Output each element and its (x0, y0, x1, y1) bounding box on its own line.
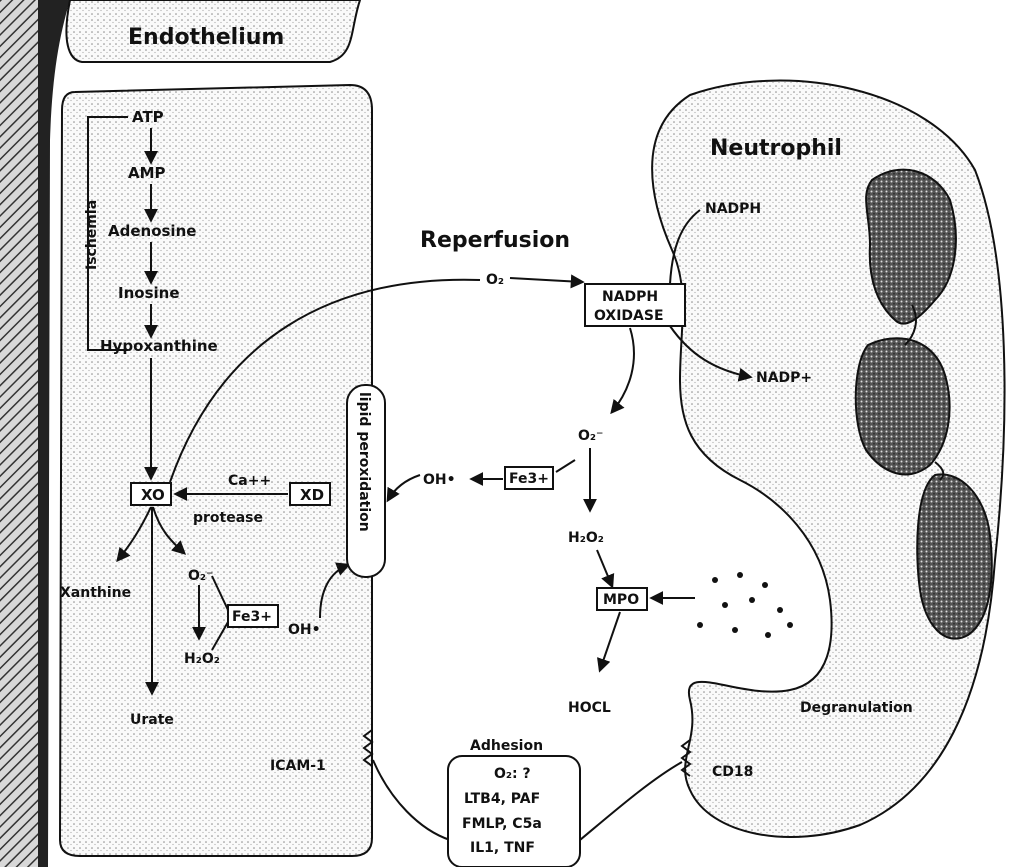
endo-fe-label: Fe3+ (232, 609, 272, 625)
pathway-amp: AMP (128, 164, 166, 182)
ischemia-label: Ischemia (84, 200, 100, 270)
nadph-label: NADPH (705, 201, 761, 217)
endo-oh-label: OH• (288, 622, 321, 638)
neut-o2-radical: O₂⁻ (578, 428, 603, 444)
oxidase-line2: OXIDASE (594, 308, 664, 324)
cd18-to-adhesion (580, 762, 682, 840)
xanthine-label: Xanthine (60, 585, 131, 601)
endo-h2o2: H₂O₂ (184, 651, 220, 667)
reperfusion-title: Reperfusion (420, 228, 570, 253)
adhesion-line-2: LTB4, PAF (464, 791, 540, 807)
adhesion-line-4: IL1, TNF (470, 840, 535, 856)
endo-o2-radical: O₂⁻ (188, 568, 213, 584)
pathway-inosine: Inosine (118, 284, 180, 302)
adhesion-line-1: O₂: ? (494, 766, 531, 782)
arrow-o2-oxidase (510, 278, 582, 282)
granules (697, 572, 793, 638)
endothelial-cell (60, 85, 372, 856)
neut-fe-label: Fe3+ (509, 471, 549, 487)
icam-to-adhesion (373, 760, 450, 840)
cd18-label: CD18 (712, 764, 753, 780)
neutrophil-cell (652, 81, 1004, 837)
o2-label: O₂ (486, 272, 504, 288)
mpo-label: MPO (603, 592, 639, 608)
xo-label: XO (141, 486, 165, 504)
adhesion-line-3: FMLP, C5a (462, 816, 542, 832)
pathway-adenosine: Adenosine (108, 222, 196, 240)
arrow-oxidase-o2radical (612, 328, 634, 412)
lipid-peroxidation-label: lipid peroxidation (356, 392, 372, 532)
neut-oh-label: OH• (423, 472, 456, 488)
pathway-atp: ATP (132, 108, 164, 126)
xd-label: XD (300, 486, 324, 504)
icam-label: ICAM-1 (270, 758, 326, 774)
hocl-label: HOCL (568, 700, 611, 716)
fe-link-neut (556, 460, 575, 472)
arrow-oh-to-lipid (388, 475, 420, 500)
ca-label: Ca++ (228, 473, 271, 489)
arrow-mpo-hocl (600, 612, 620, 670)
adhesion-title: Adhesion (470, 738, 543, 754)
urate-label: Urate (130, 712, 174, 728)
oxidase-line1: NADPH (602, 289, 658, 305)
neut-h2o2: H₂O₂ (568, 530, 604, 546)
nadp-label: NADP+ (756, 370, 812, 386)
arrow-h2o2-mpo (597, 550, 612, 586)
degranulation-label: Degranulation (800, 700, 913, 716)
neutrophil-title: Neutrophil (710, 136, 842, 161)
pathway-hypoxanthine: Hypoxanthine (100, 337, 218, 355)
protease-label: protease (193, 510, 263, 526)
endothelium-title: Endothelium (128, 25, 284, 50)
